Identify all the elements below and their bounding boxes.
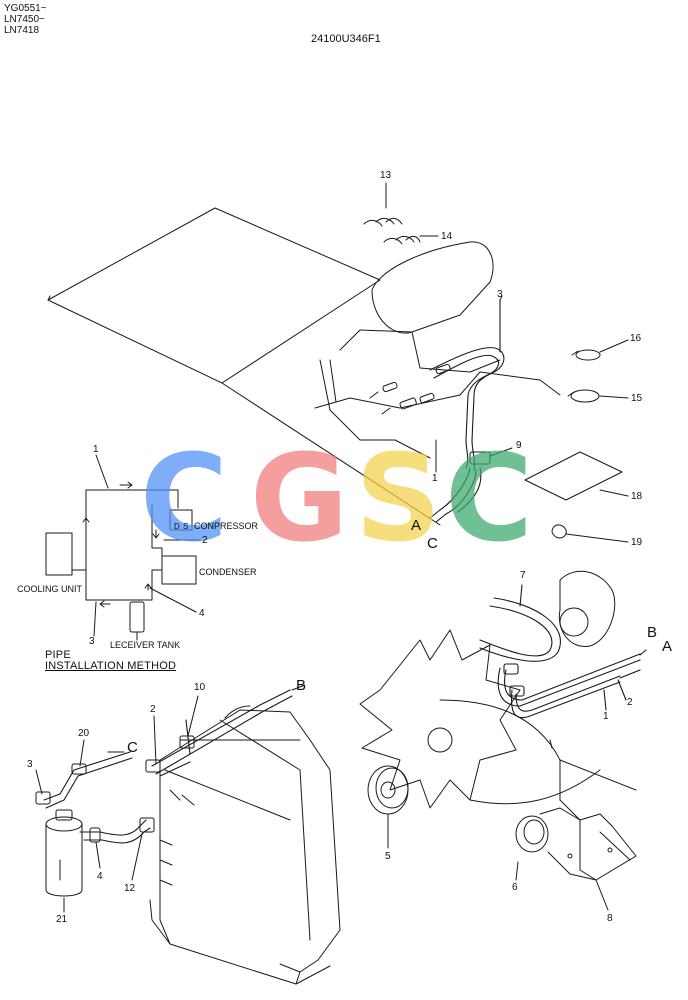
receiver-tank-label: LECEIVER TANK: [110, 640, 181, 650]
compressor-port-s: S: [183, 522, 189, 531]
compressor-6-bracket-8: [515, 739, 637, 911]
part-19-grommet: [551, 524, 629, 543]
callout-3-top: 3: [497, 289, 503, 300]
engine-fan-assembly: [359, 570, 616, 809]
callout-10: 10: [194, 682, 206, 693]
pipe-schematic-title-line-2: INSTALLATION METHOD: [45, 660, 177, 672]
drawing-code: 24100U346F1: [311, 33, 381, 45]
callout-14: 14: [441, 231, 453, 242]
connection-letter-c-top: C: [427, 535, 438, 552]
callout-2-right: 2: [627, 697, 633, 708]
hose-3-top: [429, 299, 505, 523]
cab-roof-panel: [47, 207, 441, 526]
callout-13: 13: [380, 170, 392, 181]
serial-range-line-3: LN7418: [4, 25, 40, 36]
hoses-1-2-right: [497, 649, 647, 719]
callout-1-top: 1: [432, 473, 438, 484]
compressor-label: CONPRESSOR: [194, 521, 259, 531]
callout-5: 5: [385, 851, 391, 862]
callout-9: 9: [516, 440, 522, 451]
callout-1-right: 1: [603, 711, 609, 722]
serial-range-line-1: YG0551~: [4, 3, 47, 14]
pipe-schematic: [45, 454, 201, 641]
part-9-bracket: [469, 447, 513, 465]
air-conditioner-unit: [314, 241, 561, 459]
callout-6: 6: [512, 882, 518, 893]
connection-letter-b-right: B: [647, 624, 658, 641]
hose-band-clamps: [567, 339, 629, 403]
callout-4-left: 4: [97, 871, 103, 882]
leader-3-top: [499, 295, 503, 301]
callout-12: 12: [124, 883, 136, 894]
schematic-label-2: 2: [202, 535, 208, 546]
pipe-schematic-title-line-1: PIPE: [45, 649, 71, 661]
hose-assembly-lower-left: [43, 689, 293, 844]
part-18-insulation-pad: [524, 451, 629, 501]
connection-letter-b-left: B: [296, 677, 307, 694]
condenser-label: CONDENSER: [199, 567, 257, 577]
callout-3-left: 3: [27, 759, 33, 770]
lower-left-fittings: [35, 735, 195, 843]
receiver-tank-21: [45, 809, 83, 897]
schematic-label-1: 1: [93, 444, 99, 455]
connection-letter-a-right: A: [662, 638, 673, 655]
schematic-label-4: 4: [199, 608, 205, 619]
hose-fittings: [369, 363, 451, 415]
callout-19: 19: [631, 537, 643, 548]
hose-7: [479, 584, 561, 662]
callout-8: 8: [607, 913, 613, 924]
connection-letter-a-top: A: [411, 517, 422, 534]
lower-left-leaders: [35, 684, 306, 913]
callout-21: 21: [56, 914, 68, 925]
pulley-5: [367, 765, 409, 849]
callout-16: 16: [630, 333, 642, 344]
callout-2-left: 2: [150, 704, 156, 715]
radiator-condenser-assembly: [149, 705, 341, 985]
callout-15: 15: [631, 393, 643, 404]
callout-7: 7: [520, 570, 526, 581]
connection-letter-c-left: C: [127, 739, 138, 756]
callout-18: 18: [631, 491, 643, 502]
compressor-port-d: D: [174, 522, 180, 531]
callout-20: 20: [78, 728, 90, 739]
clamp-set-13-14: [363, 182, 439, 245]
cooling-unit-label: COOLING UNIT: [17, 584, 83, 594]
schematic-label-3: 3: [89, 636, 95, 647]
serial-range-line-2: LN7450~: [4, 14, 45, 25]
